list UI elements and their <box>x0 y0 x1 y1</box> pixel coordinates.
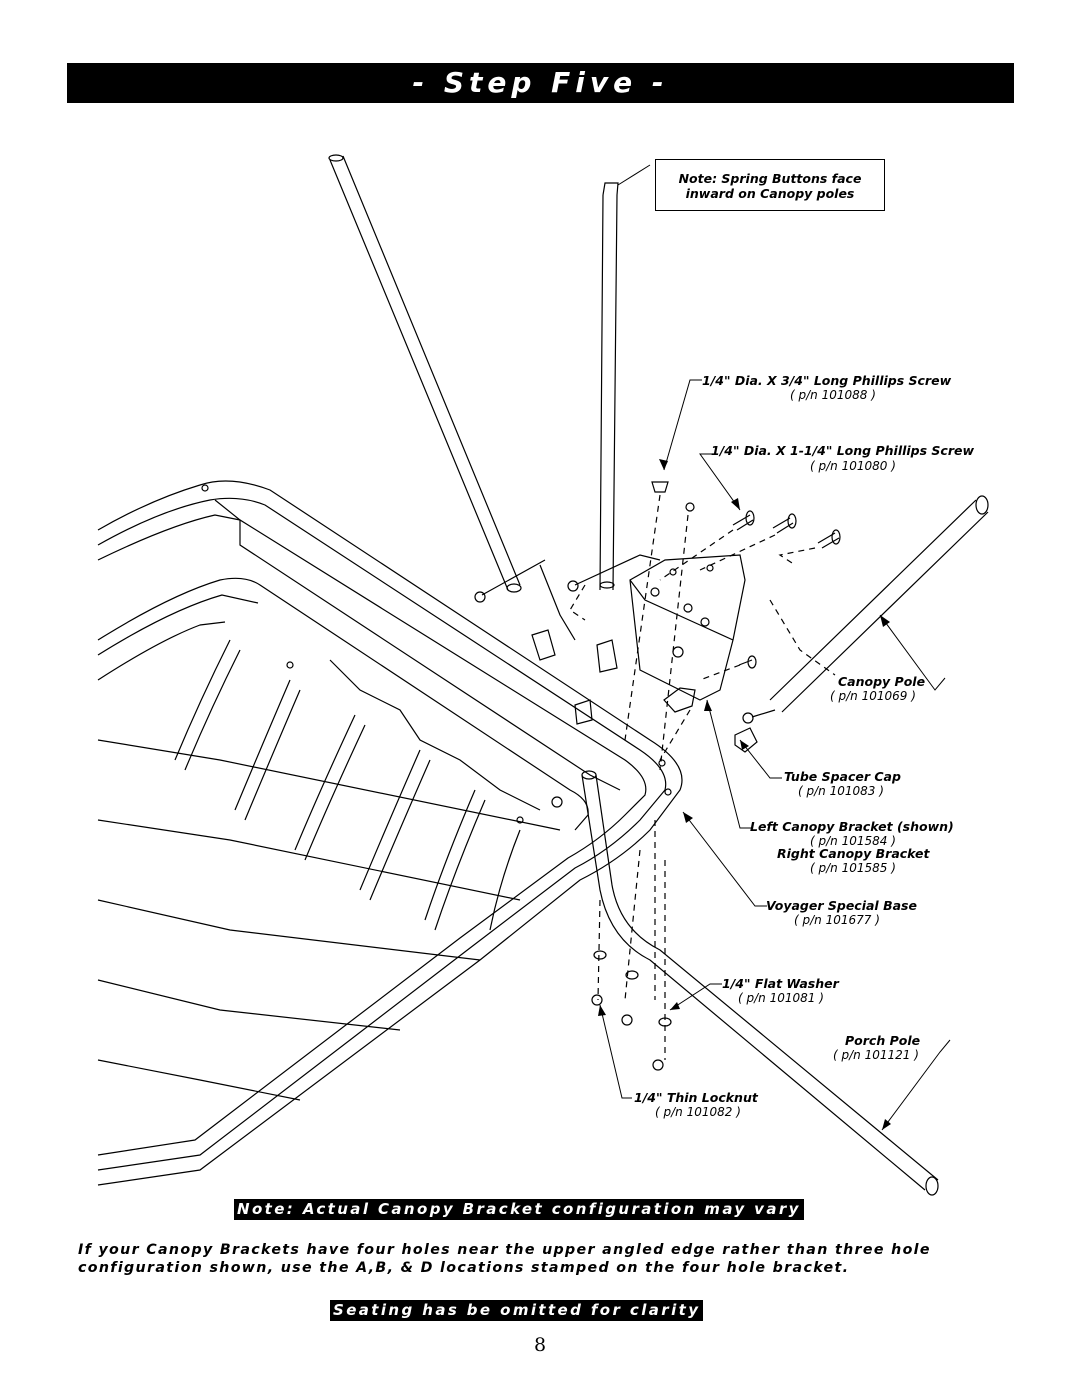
callout-left-bracket-pn: ( p/n 101584 ) <box>810 834 896 848</box>
center-canopy-pole-drawing <box>567 182 661 673</box>
callout-porch-pole-label: Porch Pole <box>845 1033 920 1048</box>
page-title: - Step Five - <box>67 63 1014 103</box>
leader-lines <box>599 164 951 1131</box>
callout-left-bracket-label: Left Canopy Bracket (shown) <box>750 819 954 834</box>
callout-screw-long-label: 1/4" Dia. X 1-1/4" Long Phillips Screw <box>711 443 974 458</box>
callout-tube-spacer-cap-label: Tube Spacer Cap <box>784 769 901 784</box>
bracket-config-banner: Note: Actual Canopy Bracket configuratio… <box>234 1199 804 1220</box>
callout-thin-locknut-label: 1/4" Thin Locknut <box>634 1090 759 1105</box>
callout-screw-short-pn: ( p/n 101088 ) <box>790 388 876 402</box>
spring-button-note: Note: Spring Buttons face inward on Cano… <box>655 159 885 211</box>
callout-base-pn: ( p/n 101677 ) <box>794 913 880 927</box>
washers-nuts-drawing <box>591 950 672 1071</box>
callout-flat-washer-label: 1/4" Flat Washer <box>722 976 840 991</box>
callout-canopy-pole-pn: ( p/n 101069 ) <box>830 689 916 703</box>
callout-flat-washer-pn: ( p/n 101081 ) <box>738 991 824 1005</box>
seating-omitted-banner: Seating has be omitted for clarity <box>330 1300 704 1321</box>
callout-canopy-pole-label: Canopy Pole <box>838 674 925 689</box>
canopy-bracket-drawing <box>629 554 746 713</box>
callout-tube-spacer-cap-pn: ( p/n 101083 ) <box>798 784 884 798</box>
callout-right-bracket-pn: ( p/n 101585 ) <box>810 861 896 875</box>
alignment-lines <box>597 494 836 1060</box>
callout-base-label: Voyager Special Base <box>766 898 917 913</box>
page-number: 8 <box>533 1334 547 1356</box>
callout-porch-pole-pn: ( p/n 101121 ) <box>833 1048 919 1062</box>
right-canopy-pole-drawing <box>734 495 989 753</box>
sled-base-drawing <box>97 480 683 1186</box>
screws-drawing <box>651 481 841 669</box>
callout-screw-long-pn: ( p/n 101080 ) <box>810 459 896 473</box>
note-line-1: Note: Spring Buttons face <box>678 171 862 186</box>
instruction-paragraph: If your Canopy Brackets have four holes … <box>78 1242 931 1276</box>
porch-pole-drawing <box>551 699 939 1196</box>
callout-thin-locknut-pn: ( p/n 101082 ) <box>655 1105 741 1119</box>
arrowheads <box>598 459 891 1130</box>
note-line-2: inward on Canopy poles <box>685 186 855 201</box>
callout-right-bracket-label: Right Canopy Bracket <box>777 846 931 861</box>
left-canopy-pole-drawing <box>328 154 576 661</box>
callout-screw-short-label: 1/4" Dia. X 3/4" Long Phillips Screw <box>702 373 952 388</box>
